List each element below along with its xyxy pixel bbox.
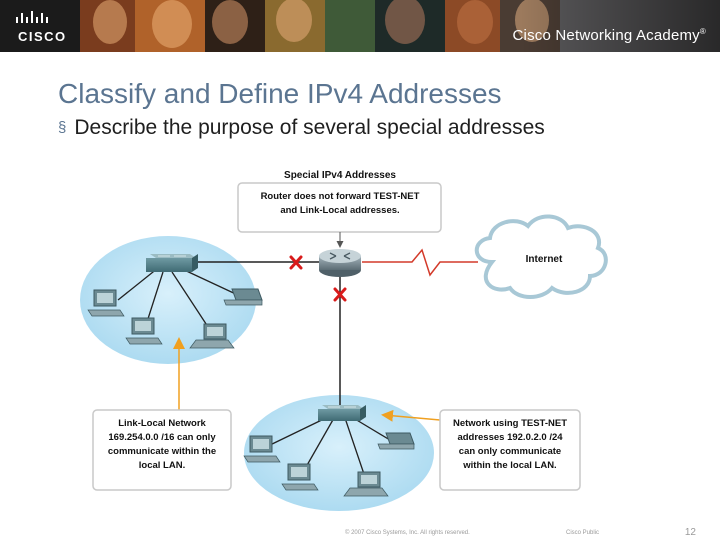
test-net-note-line-2: addresses 192.0.2.0 /24 [457,432,563,443]
computer-icon [281,463,319,491]
laptop-icon [223,288,263,306]
copyright-notice: © 2007 Cisco Systems, Inc. All rights re… [345,530,470,536]
internet-cloud: Internet [474,214,608,299]
test-net-note-line-3: can only communicate [459,446,561,457]
computer-icon [87,289,125,317]
test-net-lan [244,395,434,511]
switch-icon-lan2 [318,405,366,421]
switch-icon-lan1 [146,254,198,272]
link-local-note-line-3: communicate within the [108,446,216,457]
header-banner: CISCO [0,0,720,52]
test-net-arrow [381,409,441,422]
registered-mark: ® [699,27,706,36]
photo-collage [80,0,720,52]
computer-icon [243,435,281,463]
blocked-x-icon [333,287,347,302]
cisco-logo-text: CISCO [18,29,67,44]
laptop-icon [343,471,389,497]
diagram-heading: Special IPv4 Addresses [284,170,396,181]
page-number: 12 [684,527,696,538]
link-local-note-box: Link-Local Network 169.254.0.0 /16 can o… [92,409,232,491]
internet-label: Internet [526,254,563,265]
bullet-text: Describe the purpose of several special … [74,116,545,139]
link-local-note-line-1: Link-Local Network [118,418,206,429]
link-local-note-line-2: 169.254.0.0 /16 can only [108,432,216,443]
network-diagram: Special IPv4 Addresses Router does not f… [80,170,608,511]
academy-brand: Cisco Networking Academy® [513,27,706,44]
router-icon [319,249,361,277]
lan1-links [117,267,241,334]
special-addresses-diagram: Special IPv4 Addresses Router does not f… [0,150,720,540]
bullet-square-icon: § [58,119,67,136]
computer-icon [125,317,163,345]
test-net-note-line-1: Network using TEST-NET [453,418,567,429]
cisco-logo: CISCO [0,0,80,52]
cisco-bars-icon [16,11,48,23]
router-note-line-1: Router does not forward TEST-NET [261,191,420,202]
laptop-icon [189,323,235,349]
test-net-note-box: Network using TEST-NET addresses 192.0.2… [439,409,581,491]
bullet-point: § Describe the purpose of several special… [58,116,545,140]
wan-link [362,248,478,277]
router-note-line-2: and Link-Local addresses. [280,205,399,216]
router-note-box: Router does not forward TEST-NET and Lin… [237,182,442,233]
test-net-note-line-4: within the local LAN. [462,460,556,471]
link-local-note-line-4: local LAN. [139,460,185,471]
banner-photo-strip: Cisco Networking Academy® [80,0,720,52]
page-title: Classify and Define IPv4 Addresses [58,78,502,109]
laptop-icon [377,432,415,450]
blocked-x-icon [289,255,303,270]
academy-brand-text: Cisco Networking Academy [512,27,700,44]
classification-label: Cisco Public [566,530,600,536]
